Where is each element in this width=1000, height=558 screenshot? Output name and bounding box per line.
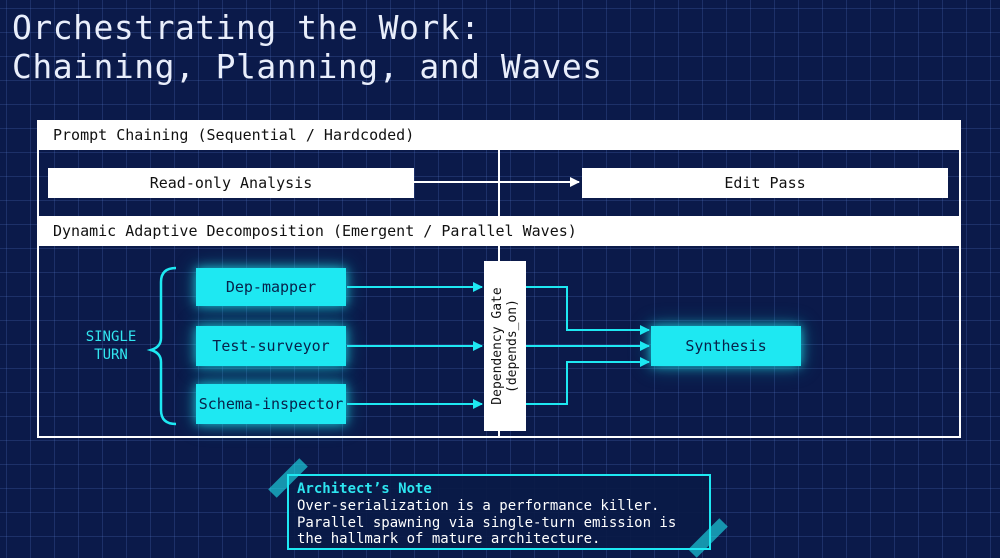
arrow-gate-to-synthesis-top: [526, 286, 650, 335]
dependency-gate: Dependency Gate (depends_on): [484, 261, 526, 431]
architects-note-heading: Architect’s Note: [297, 481, 432, 497]
architects-note-card: Architect’s Note Over-serialization is a…: [287, 474, 711, 550]
single-turn-label: SINGLE TURN: [78, 328, 144, 364]
dependency-gate-label-line-2: (depends_on): [505, 299, 520, 393]
dependency-gate-label: Dependency Gate (depends_on): [490, 287, 520, 404]
single-turn-brace: [146, 266, 177, 426]
synthesis-box: Synthesis: [651, 326, 801, 366]
schema-inspector-box: Schema-inspector: [196, 384, 346, 424]
page-title: Orchestrating the Work: Chaining, Planni…: [12, 8, 603, 86]
title-line-2: Chaining, Planning, and Waves: [12, 47, 603, 86]
edit-pass-box: Edit Pass: [582, 168, 948, 198]
dynamic-decomposition-header: Dynamic Adaptive Decomposition (Emergent…: [37, 216, 961, 246]
architects-note-line-3: the hallmark of mature architecture.: [297, 531, 601, 547]
read-only-analysis-box: Read-only Analysis: [48, 168, 414, 198]
dependency-gate-label-line-1: Dependency Gate: [490, 287, 505, 405]
title-line-1: Orchestrating the Work:: [12, 8, 481, 47]
architects-note-line-1: Over-serialization is a performance kill…: [297, 498, 660, 514]
architects-note-line-2: Parallel spawning via single-turn emissi…: [297, 514, 677, 531]
test-surveyor-box: Test-surveyor: [196, 326, 346, 366]
arrow-gate-to-synthesis-bottom: [526, 357, 650, 405]
single-turn-label-line-1: SINGLE: [85, 329, 137, 345]
dep-mapper-box: Dep-mapper: [196, 268, 346, 306]
single-turn-label-line-2: TURN: [94, 347, 128, 363]
architects-note-body: Over-serialization is a performance kill…: [297, 498, 701, 548]
prompt-chaining-header: Prompt Chaining (Sequential / Hardcoded): [37, 120, 961, 150]
